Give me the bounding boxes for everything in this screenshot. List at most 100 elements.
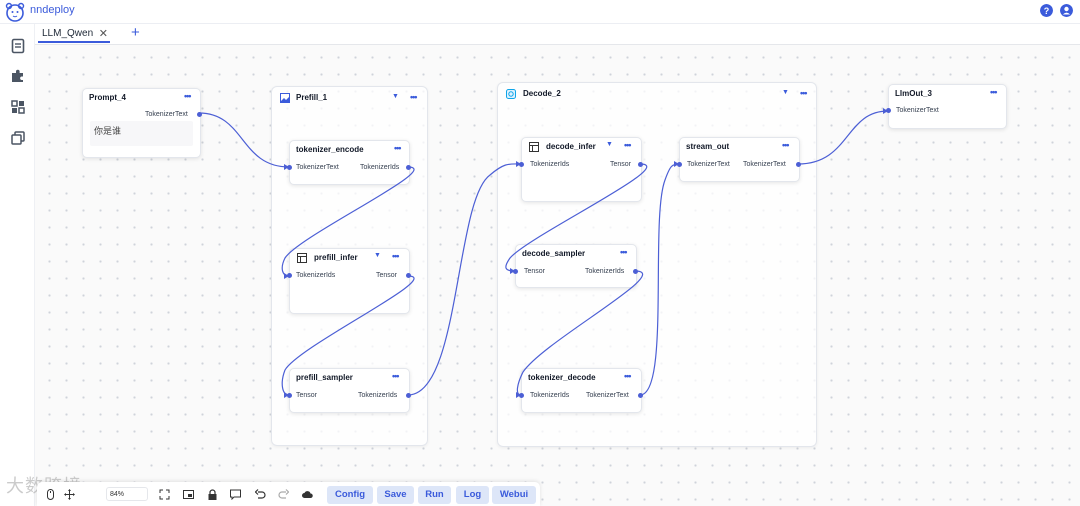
node-tokenizer-decode[interactable]: tokenizer_decode ••• TokenizerIds Tokeni… — [519, 368, 643, 413]
table-icon — [529, 142, 539, 152]
group-title: Decode_2 — [523, 89, 561, 98]
node-title: Prompt_4 — [89, 93, 126, 102]
lock-icon[interactable] — [207, 489, 218, 500]
close-icon[interactable]: ✕ — [98, 28, 108, 40]
minimap-icon[interactable] — [183, 489, 194, 500]
more-menu-icon[interactable]: ••• — [990, 87, 998, 97]
more-menu-icon[interactable]: ••• — [184, 91, 192, 101]
run-button[interactable]: Run — [418, 486, 451, 504]
chevron-down-icon[interactable]: ▼ — [782, 89, 789, 96]
document-icon[interactable] — [10, 38, 26, 54]
puzzle-icon[interactable] — [10, 68, 26, 84]
input-port-label: TokenizerIds — [530, 392, 570, 399]
comment-icon[interactable] — [230, 489, 241, 500]
mouse-icon[interactable] — [45, 489, 56, 500]
output-port-label: TokenizerText — [586, 392, 629, 399]
undo-icon[interactable] — [255, 489, 266, 500]
node-prompt[interactable]: Prompt_4 ••• TokenizerText 你是谁 — [82, 88, 202, 158]
user-icon[interactable] — [1060, 4, 1073, 17]
input-port-label: TokenizerText — [687, 161, 730, 168]
chevron-down-icon[interactable]: ▼ — [392, 93, 399, 100]
output-port[interactable] — [197, 112, 202, 117]
input-port[interactable] — [519, 393, 524, 398]
config-button[interactable]: Config — [327, 486, 373, 504]
input-port-label: Tensor — [296, 392, 318, 399]
image-icon — [280, 93, 290, 103]
loop-icon — [506, 89, 516, 99]
chevron-down-icon[interactable]: ▼ — [374, 252, 381, 259]
fit-view-icon[interactable] — [159, 489, 170, 500]
node-tokenizer-encode[interactable]: tokenizer_encode ••• TokenizerText Token… — [287, 140, 411, 185]
node-title: tokenizer_encode — [296, 145, 364, 154]
webui-button[interactable]: Webui — [492, 486, 536, 504]
copy-icon[interactable] — [10, 130, 26, 146]
output-port[interactable] — [638, 162, 643, 167]
node-title: prefill_sampler — [296, 373, 353, 382]
group-title: Prefill_1 — [296, 93, 328, 102]
input-port[interactable] — [886, 108, 891, 113]
sidebar — [0, 24, 35, 506]
top-bar: nndeploy ? — [0, 0, 1080, 24]
brand-name: nndeploy — [30, 4, 75, 16]
output-port[interactable] — [406, 273, 411, 278]
node-prefill-sampler[interactable]: prefill_sampler ••• Tensor TokenizerIds — [287, 368, 411, 413]
input-port[interactable] — [677, 162, 682, 167]
svg-text:?: ? — [1044, 6, 1050, 16]
tab-label: LLM_Qwen — [42, 28, 94, 39]
node-stream-out[interactable]: stream_out ••• TokenizerText TokenizerTe… — [677, 137, 801, 182]
log-button[interactable]: Log — [456, 486, 489, 504]
input-port[interactable] — [287, 393, 292, 398]
output-port[interactable] — [406, 393, 411, 398]
output-port-label: TokenizerIds — [360, 164, 400, 171]
input-port[interactable] — [287, 273, 292, 278]
output-port-label: TokenizerText — [145, 111, 188, 118]
output-port-label: Tensor — [610, 161, 632, 168]
tab-llm-qwen[interactable]: LLM_Qwen ✕ — [38, 24, 110, 43]
node-title: decode_infer — [546, 142, 596, 151]
input-port-label: Tensor — [524, 268, 546, 275]
more-menu-icon[interactable]: ••• — [800, 88, 808, 98]
add-tab-button[interactable]: + — [131, 24, 140, 41]
more-menu-icon[interactable]: ••• — [782, 140, 790, 150]
node-title: stream_out — [686, 142, 730, 151]
bottom-toolbar: 84% Config Save Run Log Webui — [37, 482, 540, 506]
redo-icon[interactable] — [278, 489, 289, 500]
node-llmout[interactable]: LlmOut_3 ••• TokenizerText — [886, 84, 1007, 129]
node-title: prefill_infer — [314, 253, 358, 262]
chevron-down-icon[interactable]: ▼ — [606, 141, 613, 148]
input-port[interactable] — [519, 162, 524, 167]
input-port-label: TokenizerIds — [296, 272, 336, 279]
more-menu-icon[interactable]: ••• — [624, 371, 632, 381]
node-prefill-infer[interactable]: prefill_infer ▼ ••• TokenizerIds Tensor — [287, 248, 411, 314]
tab-bar: LLM_Qwen ✕ + — [35, 24, 1080, 45]
output-port-label: TokenizerText — [743, 161, 786, 168]
more-menu-icon[interactable]: ••• — [620, 247, 628, 257]
more-menu-icon[interactable]: ••• — [394, 143, 402, 153]
output-port[interactable] — [633, 269, 638, 274]
grid-icon[interactable] — [10, 99, 26, 115]
zoom-select[interactable]: 84% — [106, 487, 148, 501]
more-menu-icon[interactable]: ••• — [392, 251, 400, 261]
input-port-label: TokenizerText — [896, 107, 939, 114]
node-decode-infer[interactable]: decode_infer ▼ ••• TokenizerIds Tensor — [519, 137, 643, 202]
output-port[interactable] — [638, 393, 643, 398]
input-port-label: TokenizerIds — [530, 161, 570, 168]
output-port-label: TokenizerIds — [585, 268, 625, 275]
more-menu-icon[interactable]: ••• — [624, 140, 632, 150]
output-port[interactable] — [406, 165, 411, 170]
upload-icon[interactable] — [302, 489, 313, 500]
save-button[interactable]: Save — [377, 486, 414, 504]
logo-icon — [5, 2, 25, 22]
move-icon[interactable] — [64, 489, 75, 500]
more-menu-icon[interactable]: ••• — [392, 371, 400, 381]
prompt-text-input[interactable]: 你是谁 — [90, 121, 193, 146]
help-icon[interactable]: ? — [1040, 4, 1053, 17]
input-port[interactable] — [287, 165, 292, 170]
output-port-label: TokenizerIds — [358, 392, 398, 399]
node-decode-sampler[interactable]: decode_sampler ••• Tensor TokenizerIds — [513, 244, 638, 288]
input-port-label: TokenizerText — [296, 164, 339, 171]
more-menu-icon[interactable]: ••• — [410, 92, 418, 102]
node-title: decode_sampler — [522, 249, 586, 258]
output-port[interactable] — [796, 162, 801, 167]
input-port[interactable] — [513, 269, 518, 274]
